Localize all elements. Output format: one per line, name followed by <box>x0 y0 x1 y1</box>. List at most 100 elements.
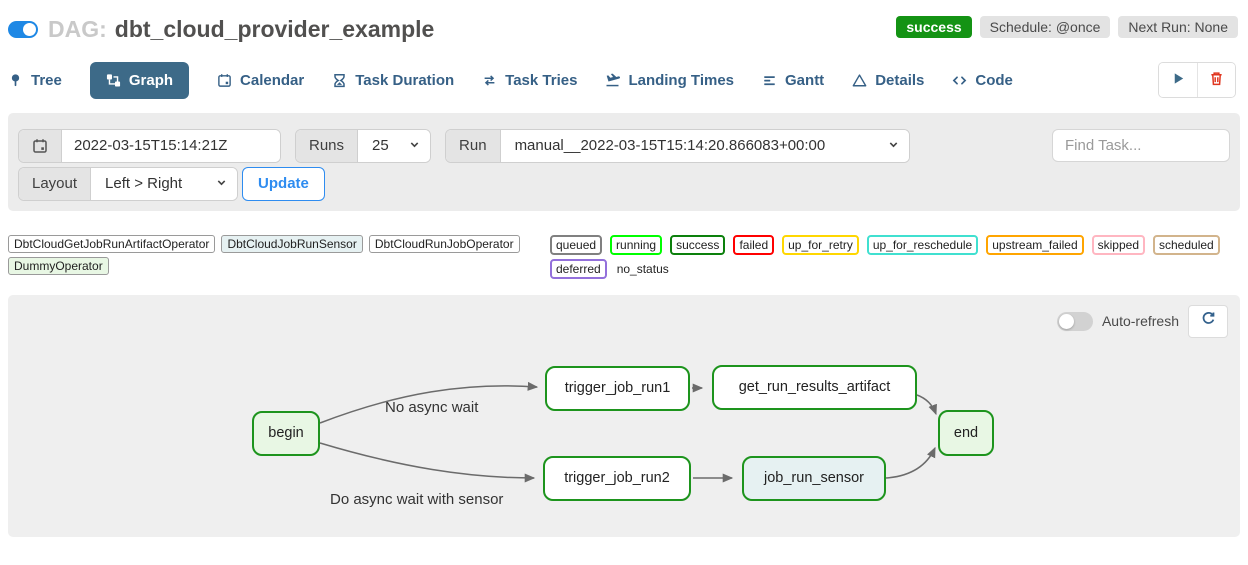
tab-code[interactable]: Code <box>952 62 1013 99</box>
status-badge: success <box>896 16 972 38</box>
task-node-job-run-sensor[interactable]: job_run_sensor <box>742 455 886 501</box>
toggle-knob <box>23 23 36 37</box>
dag-run-group: Run manual__2022-03-15T15:14:20.866083+0… <box>445 128 910 163</box>
base-date-input[interactable] <box>62 129 280 162</box>
layout-group: Layout Left > Right <box>18 166 239 201</box>
legend-status-badge: success <box>670 234 726 255</box>
dag-run-select[interactable]: manual__2022-03-15T15:14:20.866083+00:00 <box>500 129 909 162</box>
tab-label: Tree <box>31 71 62 89</box>
auto-refresh-controls: Auto-refresh <box>1056 304 1228 338</box>
tab-label: Calendar <box>240 71 305 89</box>
runs-select[interactable]: 25 <box>358 129 431 162</box>
filter-row-1: Runs 25 Run manual__2022-03-15T15:14:20.… <box>18 128 1230 163</box>
tab-label: Gantt <box>785 71 825 89</box>
repeat-icon <box>482 73 497 88</box>
task-node-trigger-job-run2[interactable]: trigger_job_run2 <box>543 455 691 501</box>
tab-label: Details <box>875 71 925 89</box>
base-date-group <box>18 128 281 163</box>
layout-select-value: Left > Right <box>105 175 183 193</box>
play-icon <box>1171 71 1186 89</box>
legend-operator-badge: DummyOperator <box>8 256 109 275</box>
task-node-label: trigger_job_run1 <box>564 380 671 397</box>
legend-status-badge: running <box>610 234 663 255</box>
task-node-end[interactable]: end <box>938 409 994 456</box>
trash-icon <box>1209 71 1224 89</box>
tab-label: Task Tries <box>505 71 578 89</box>
delete-dag-button[interactable] <box>1197 63 1235 98</box>
task-node-label: trigger_job_run2 <box>564 470 670 487</box>
legend-operator-badge: DbtCloudJobRunSensor <box>221 234 363 253</box>
code-icon <box>952 73 967 88</box>
tree-icon <box>8 73 23 88</box>
task-node-get-run-results-artifact[interactable]: get_run_results_artifact <box>712 364 917 410</box>
graph-icon <box>106 73 121 88</box>
legend-status-badge: queued <box>550 234 603 255</box>
layout-select[interactable]: Left > Right <box>91 167 238 200</box>
legend-status-badge: upstream_failed <box>986 234 1084 255</box>
gantt-icon <box>762 73 777 88</box>
dag-pause-toggle[interactable] <box>8 21 38 39</box>
runs-label: Runs <box>296 129 359 162</box>
tab-task-duration[interactable]: Task Duration <box>332 62 454 99</box>
runs-select-value: 25 <box>372 137 389 155</box>
legend-status-badge: scheduled <box>1153 234 1220 255</box>
legend-status-badge: up_for_retry <box>782 234 859 255</box>
toggle-knob <box>1058 313 1074 329</box>
status-legend: queued running success failed up_for_retry up… <box>550 234 1240 279</box>
calendar-icon <box>217 73 232 88</box>
tab-gantt[interactable]: Gantt <box>762 62 824 99</box>
chevron-down-icon <box>216 175 227 192</box>
refresh-icon <box>1201 311 1216 331</box>
tab-label: Graph <box>128 71 174 89</box>
tab-label: Task Duration <box>355 71 455 89</box>
num-runs-group: Runs 25 <box>295 128 432 163</box>
task-node-label: job_run_sensor <box>764 470 864 487</box>
tab-bar-tabs: Tree Graph Calendar Task Duration Task Tries… <box>8 61 1013 99</box>
task-node-label: begin <box>268 425 304 442</box>
tab-tree[interactable]: Tree <box>8 62 62 99</box>
tab-task-tries[interactable]: Task Tries <box>482 62 577 99</box>
refresh-button[interactable] <box>1188 304 1228 338</box>
dag-header: DAG: dbt_cloud_provider_example success … <box>0 0 1248 46</box>
legend-status-badge: skipped <box>1091 234 1145 255</box>
auto-refresh-toggle[interactable] <box>1056 311 1093 331</box>
dag-action-buttons <box>1158 62 1236 99</box>
tab-details[interactable]: Details <box>852 62 924 99</box>
task-node-begin[interactable]: begin <box>252 410 320 456</box>
edge-sensor-end <box>885 446 936 479</box>
dag-run-select-value: manual__2022-03-15T15:14:20.866083+00:00 <box>514 137 826 155</box>
run-label: Run <box>446 129 501 162</box>
edge-begin-trigger2 <box>319 441 536 483</box>
legend-status-badge: failed <box>733 234 775 255</box>
tab-calendar[interactable]: Calendar <box>217 62 304 99</box>
schedule-badge: Schedule: @once <box>979 16 1111 38</box>
legend-status-badge: no_status <box>616 261 669 276</box>
legend-operator-badge: DbtCloudRunJobOperator <box>368 234 520 253</box>
next-run-badge: Next Run: None <box>1118 16 1238 38</box>
view-tab-bar: Tree Graph Calendar Task Duration Task Tries… <box>0 61 1248 99</box>
edge-label-do-async-wait: Do async wait with sensor <box>330 490 504 508</box>
legend-status-badge: up_for_reschedule <box>866 234 979 255</box>
chevron-down-icon <box>409 137 420 154</box>
trigger-dag-button[interactable] <box>1159 63 1197 98</box>
calendar-addon-icon <box>19 129 62 162</box>
dag-prefix-label: DAG: <box>48 16 107 42</box>
dag-name: dbt_cloud_provider_example <box>114 16 435 42</box>
tab-label: Code <box>975 71 1013 89</box>
update-button[interactable]: Update <box>242 166 325 201</box>
task-node-trigger-job-run1[interactable]: trigger_job_run1 <box>545 365 690 411</box>
filter-row-2: Layout Left > Right Update <box>18 166 1230 201</box>
header-badges: success Schedule: @once Next Run: None <box>896 16 1238 38</box>
edge-label-no-async-wait: No async wait <box>385 398 479 416</box>
find-task-input[interactable] <box>1052 129 1230 163</box>
details-icon <box>852 73 867 88</box>
tab-landing-times[interactable]: Landing Times <box>605 62 734 99</box>
legend-status-badge: deferred <box>550 258 607 279</box>
page-title: DAG: dbt_cloud_provider_example <box>48 16 434 44</box>
task-node-label: get_run_results_artifact <box>738 379 891 396</box>
plane-landing-icon <box>605 73 621 88</box>
tab-graph[interactable]: Graph <box>89 61 190 99</box>
hourglass-icon <box>332 73 347 88</box>
edge-artifact-end <box>916 393 937 415</box>
